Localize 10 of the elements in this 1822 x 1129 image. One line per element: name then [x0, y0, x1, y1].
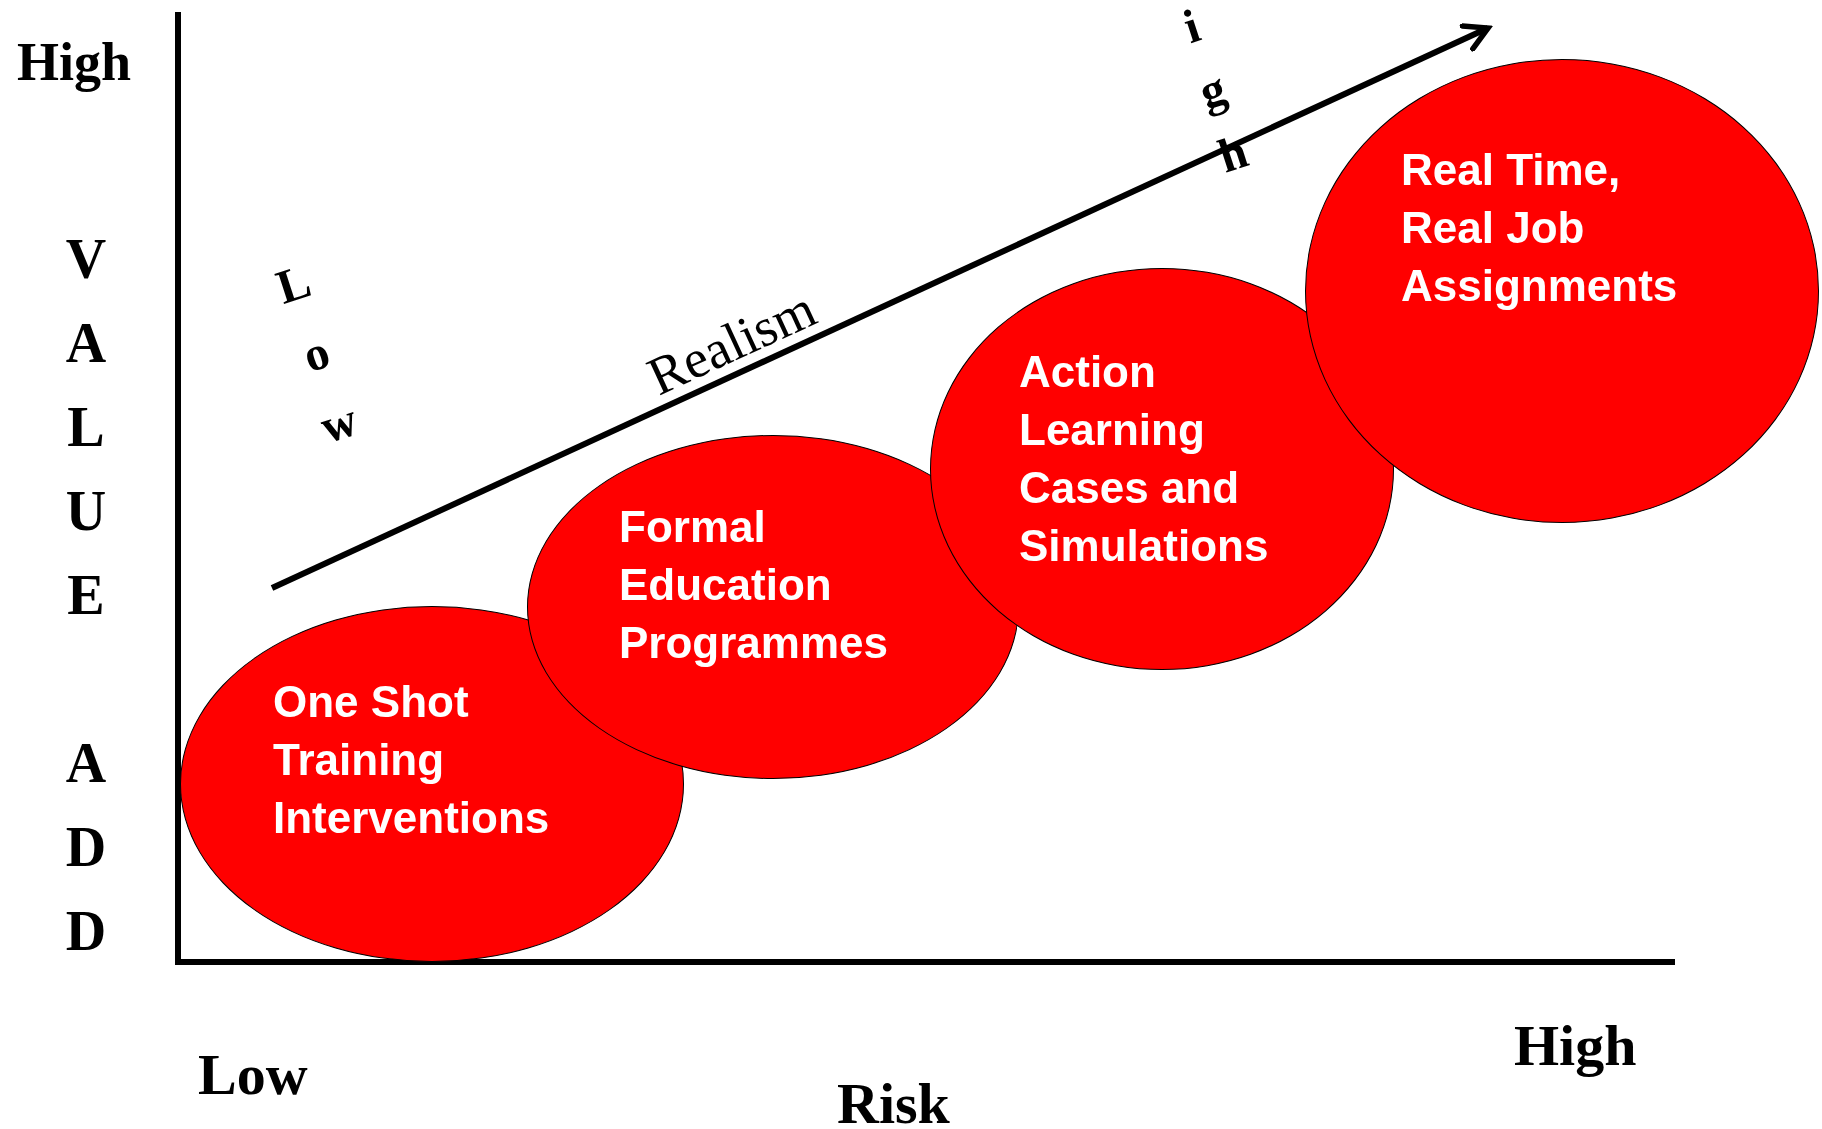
axis-end-label: High: [1514, 1017, 1637, 1075]
axis-end-label: igh: [1160, 0, 1268, 200]
axis-end-label: Low: [198, 1046, 308, 1104]
stage-label: Real Time, Real Job Assignments: [1401, 144, 1679, 312]
axis-title: Risk: [837, 1075, 950, 1129]
axis-title: VALUE ADD: [58, 228, 114, 984]
axis-end-label: Low: [262, 251, 376, 475]
stage-label: One Shot Training Interventions: [273, 676, 551, 844]
stage-label: Formal Education Programmes: [619, 501, 889, 669]
stage-label: Action Learning Cases and Simulations: [1019, 346, 1270, 572]
